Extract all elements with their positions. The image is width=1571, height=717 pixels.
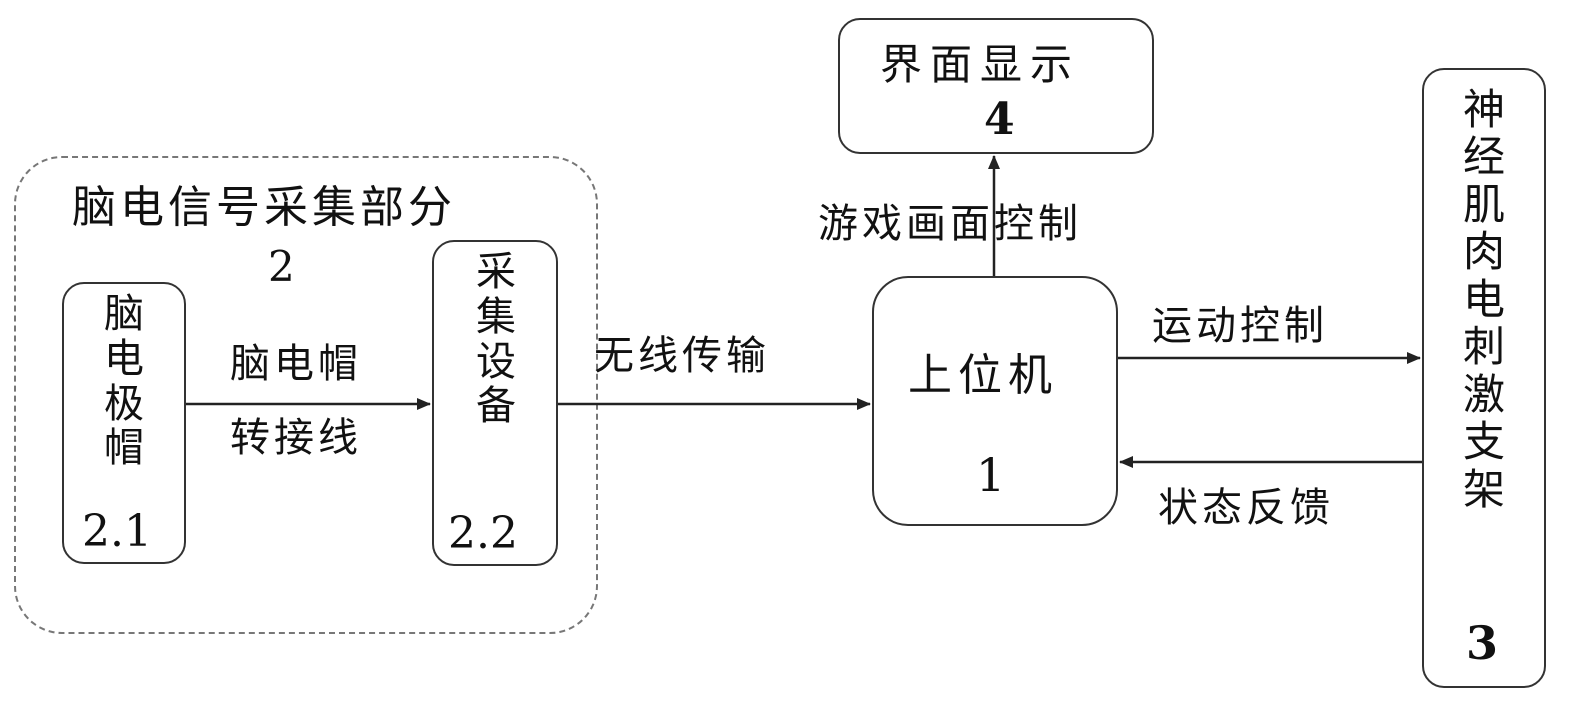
eeg-cap-node bbox=[62, 282, 186, 564]
host-computer-number: 1 bbox=[976, 448, 1006, 502]
display-number: 4 bbox=[984, 94, 1015, 145]
stimulator-node bbox=[1422, 68, 1546, 688]
host-computer-label: 上位机 bbox=[908, 350, 1058, 401]
eeg-acquisition-group bbox=[14, 156, 598, 634]
stimulator-number: 3 bbox=[1466, 616, 1499, 670]
motion-control-label: 运动控制 bbox=[1152, 303, 1328, 349]
display-node bbox=[838, 18, 1154, 154]
wireless-label: 无线传输 bbox=[594, 333, 770, 379]
acquisition-device-label: 采集设备 bbox=[476, 249, 516, 430]
display-label: 界面显示 bbox=[880, 40, 1081, 89]
acquisition-device-number: 2.2 bbox=[448, 508, 518, 559]
eeg-cap-label: 脑电极帽 bbox=[104, 291, 144, 472]
status-feedback-label: 状态反馈 bbox=[1158, 485, 1334, 531]
game-control-label: 游戏画面控制 bbox=[818, 201, 1082, 247]
group-title: 脑电信号采集部分 bbox=[72, 182, 456, 233]
cap-adapter-label-line2: 转接线 bbox=[230, 415, 362, 461]
acquisition-device-node bbox=[432, 240, 558, 566]
cap-adapter-label-line1: 脑电帽 bbox=[230, 341, 362, 387]
group-number: 2 bbox=[268, 242, 295, 291]
host-computer-node bbox=[872, 276, 1118, 526]
stimulator-label: 神经肌肉电刺激支架 bbox=[1462, 85, 1505, 514]
eeg-cap-number: 2.1 bbox=[82, 506, 152, 557]
